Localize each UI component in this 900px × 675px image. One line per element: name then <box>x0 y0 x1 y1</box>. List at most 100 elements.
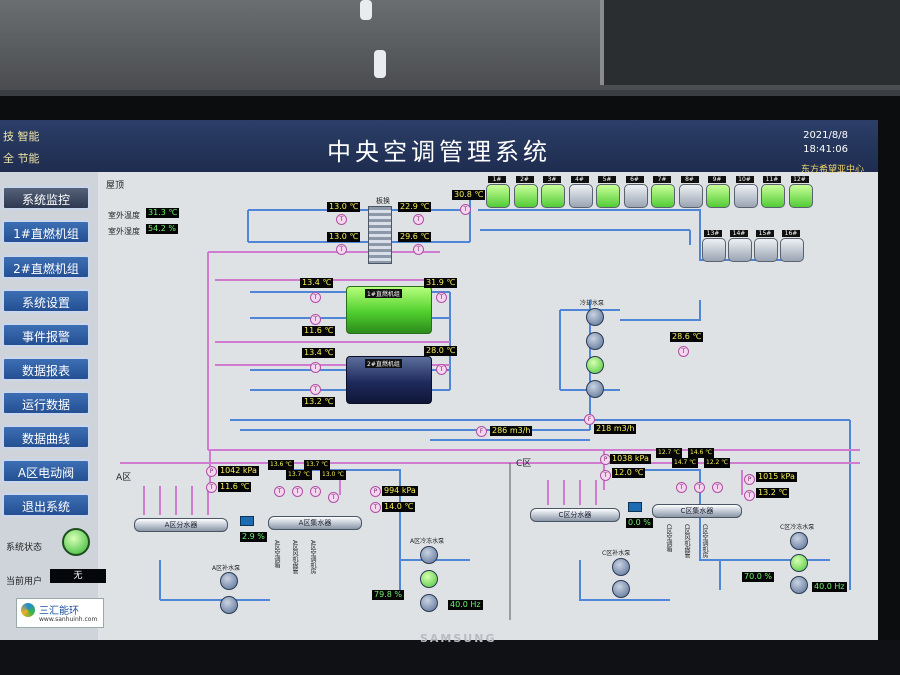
zone-a-chw-pump[interactable] <box>420 594 438 612</box>
system-status-label: 系统状态 <box>6 543 43 553</box>
cooling-tower[interactable]: 4# <box>568 176 593 208</box>
zone-a-makeup-pump[interactable] <box>220 572 238 590</box>
temp-sensor: T <box>676 482 687 493</box>
monitor-brand: SAMSUNG <box>420 632 497 645</box>
cooling-tower[interactable]: 9# <box>706 176 730 208</box>
title-bar: 技 智能 全 节能 中央空调管理系统 2021/8/8 18:41:06 东方希… <box>0 120 878 175</box>
zone-a-bypass-valve[interactable] <box>240 516 254 526</box>
outdoor-humidity-value: 54.2 % <box>146 224 178 234</box>
nav-chiller-2[interactable]: 2#直燃机组 <box>2 255 90 279</box>
zone-a-pump-valve: 79.8 % <box>372 590 404 600</box>
nav-data-report[interactable]: 数据报表 <box>2 357 90 381</box>
cooling-tower[interactable]: 13# <box>702 230 726 262</box>
cooling-tower[interactable]: 12# <box>788 176 813 208</box>
cooling-tower-label: 8# <box>680 176 699 183</box>
cooling-tower[interactable]: 15# <box>754 230 778 262</box>
nav-exit[interactable]: 退出系统 <box>2 493 90 517</box>
cooling-tower-icon <box>513 184 538 208</box>
cooling-tower-label: 9# <box>708 176 726 183</box>
cooling-tower-icon <box>761 184 785 208</box>
location-text: 东方希望亚中心 <box>800 165 864 175</box>
temp-sensor: T <box>436 292 447 303</box>
cooling-tower-label: 1# <box>488 176 506 183</box>
temp-sensor: T <box>206 482 217 493</box>
chiller-1-temp-in: 13.4 ℃ <box>300 278 334 288</box>
temp-sensor: T <box>744 490 755 501</box>
zone-a-branch-temp-2: 13.7 ℃ <box>286 470 313 480</box>
temp-sensor: T <box>694 482 705 493</box>
zone-a-temp: 11.6 ℃ <box>218 482 252 492</box>
cooling-tower-label: 15# <box>756 230 774 237</box>
zone-c-chw-pump[interactable] <box>790 554 808 572</box>
system-status-indicator <box>62 528 90 556</box>
cooling-tower[interactable]: 2# <box>513 176 538 208</box>
zone-c-frequency: 40.0 Hz <box>812 582 847 592</box>
cooling-tower[interactable]: 11# <box>761 176 785 208</box>
cooling-tower[interactable]: 8# <box>678 176 703 208</box>
nav-system-monitor[interactable]: 系统监控 <box>2 186 90 210</box>
pressure-sensor: P <box>206 466 217 477</box>
zone-a-chw-pump[interactable] <box>420 570 438 588</box>
current-user-value: 无 <box>50 569 106 583</box>
scada-screen: 技 智能 全 节能 中央空调管理系统 2021/8/8 18:41:06 东方希… <box>0 120 878 640</box>
zone-c-branch-temp-2: 14.7 ℃ <box>672 458 699 468</box>
temp-sensor: T <box>292 486 303 497</box>
cooling-tower[interactable]: 16# <box>780 230 804 262</box>
zone-c-pump-valve: 70.0 % <box>742 572 774 582</box>
zone-a-makeup-pump[interactable] <box>220 596 238 614</box>
nav-chiller-1[interactable]: 1#直燃机组 <box>2 220 90 244</box>
zone-c-branch-2: C区风机盘管 <box>683 524 690 559</box>
zone-c-valve-opening: 0.0 % <box>626 518 653 528</box>
cooling-tower[interactable]: 7# <box>651 176 675 208</box>
outdoor-temp-value: 31.3 ℃ <box>146 208 180 218</box>
temp-sensor: T <box>336 244 347 255</box>
zone-c-makeup-pump[interactable] <box>612 558 630 576</box>
tower-supply-temp: 30.8 ℃ <box>452 190 486 200</box>
chiller-2-label: 2#直燃机组 <box>365 359 402 368</box>
cooling-tower-label: 3# <box>543 176 561 183</box>
zone-a-chw-pump[interactable] <box>420 546 438 564</box>
temp-sensor: T <box>310 292 321 303</box>
nav-event-alarm[interactable]: 事件报警 <box>2 323 90 347</box>
chiller-1-unit[interactable]: 1#直燃机组 <box>346 286 432 334</box>
page-title: 中央空调管理系统 <box>327 138 551 166</box>
chiller-1-label: 1#直燃机组 <box>365 289 402 298</box>
cooling-pump[interactable] <box>586 308 604 326</box>
chiller-2-unit[interactable]: 2#直燃机组 <box>346 356 432 404</box>
cooling-tower[interactable]: 6# <box>623 176 648 208</box>
cooling-tower-label: 6# <box>625 176 644 183</box>
cooling-tower-label: 13# <box>704 230 722 237</box>
tagline-2: 全 节能 <box>3 152 40 165</box>
zone-c-branch-1: C区空调箱 <box>665 524 672 553</box>
zone-c-return-pressure: 1015 kPa <box>756 472 797 482</box>
nav-system-settings[interactable]: 系统设置 <box>2 289 90 313</box>
exchanger-label: 板换 <box>376 197 390 205</box>
cooling-pump[interactable] <box>586 356 604 374</box>
cooling-tower[interactable]: 1# <box>486 176 510 208</box>
cooling-tower-label: 7# <box>653 176 671 183</box>
cooling-pump[interactable] <box>586 332 604 350</box>
temp-sensor: T <box>413 214 424 225</box>
zone-a-branch-temp-4: 13.0 ℃ <box>320 470 347 480</box>
zone-a-branch-temp-3: 13.7 ℃ <box>304 460 331 470</box>
cooling-tower[interactable]: 10# <box>733 176 758 208</box>
cooling-tower[interactable]: 5# <box>596 176 620 208</box>
time-text: 18:41:06 <box>803 144 848 155</box>
temp-sensor: T <box>436 364 447 375</box>
cooling-tower-icon <box>568 184 593 208</box>
zone-c-makeup-pump[interactable] <box>612 580 630 598</box>
zone-c-chw-pump[interactable] <box>790 532 808 550</box>
nav-data-curve[interactable]: 数据曲线 <box>2 425 90 449</box>
ceiling-light <box>374 50 386 78</box>
zone-c-bypass-valve[interactable] <box>628 502 642 512</box>
cooling-tower-icon <box>733 184 758 208</box>
cooling-tower[interactable]: 14# <box>728 230 752 262</box>
zone-c-chw-pump[interactable] <box>790 576 808 594</box>
nav-a-zone-valve[interactable]: A区电动阀 <box>2 459 90 483</box>
temp-sensor: T <box>413 244 424 255</box>
cooling-tower[interactable]: 3# <box>541 176 565 208</box>
cooling-pump[interactable] <box>586 380 604 398</box>
zone-c-pressure: 1038 kPa <box>610 454 651 464</box>
company-logo: 三汇能环 www.sanhuinh.com <box>16 598 104 628</box>
nav-run-data[interactable]: 运行数据 <box>2 391 90 415</box>
